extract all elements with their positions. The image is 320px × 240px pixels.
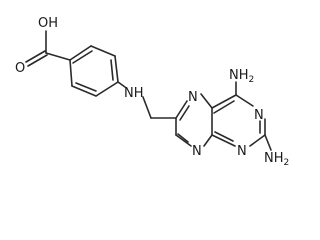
bonds <box>25 30 272 151</box>
molecule-structure: OH O NH N N N N NH2 NH2 <box>15 16 289 168</box>
pyrimidine-bond-1 <box>211 94 237 109</box>
pyrazine-bond-5 <box>175 134 192 147</box>
pyrazine-bond-5-inner <box>177 133 189 143</box>
pyrimidine-bond-5 <box>211 134 236 147</box>
pyrimidine-bond-2 <box>235 94 254 107</box>
atom-label-n-pyrazine-top: N <box>188 90 198 105</box>
atom-label-o: O <box>15 61 25 76</box>
benzene-bond-1 <box>69 45 92 61</box>
bond-c-o-double-1 <box>25 50 46 63</box>
benzene-bond-1-inner <box>72 50 93 64</box>
pyrazine-bond-1-inner <box>179 105 190 121</box>
benzene-bond-2 <box>90 45 116 57</box>
atom-label-nh2-bottom-main: NH <box>264 151 284 166</box>
atom-label-oh: OH <box>38 16 58 31</box>
bond-c2-nh2 <box>264 134 272 151</box>
pyrazine-bond-1 <box>175 100 188 119</box>
pyrimidine-bond-4 <box>249 134 266 147</box>
atom-label-nh2-top: NH2 <box>229 68 254 85</box>
benzene-bond-5 <box>71 85 97 97</box>
benzene-bond-3 <box>114 55 119 83</box>
pyrimidine-bond-1-inner <box>213 100 235 114</box>
benzene-bond-5-inner <box>75 82 97 92</box>
benzene-bond-3-inner <box>110 59 114 81</box>
atom-label-nh2-bottom: NH2 <box>264 151 289 168</box>
atom-label-n-pyrimidine-bottom: N <box>237 144 247 159</box>
atom-label-nh2-bottom-sub: 2 <box>284 158 290 168</box>
bond-c-ring <box>45 52 71 61</box>
atom-label-n-pyrimidine-right: N <box>254 108 264 123</box>
bond-ring-nh <box>117 81 126 88</box>
atom-label-nh2-top-main: NH <box>229 68 249 83</box>
benzene-bond-4 <box>95 81 119 97</box>
bond-nh-ch2 <box>142 96 152 119</box>
atom-label-nh: NH <box>124 86 144 101</box>
atom-label-n-pyrazine-bottom: N <box>192 144 202 159</box>
atom-label-nh2-top-sub: 2 <box>249 75 255 85</box>
pyrazine-bond-4 <box>203 134 213 147</box>
bond-c-o-double-2 <box>27 54 48 67</box>
atom-labels: OH O NH N N N N NH2 NH2 <box>15 16 289 168</box>
benzene-bond-6 <box>69 59 73 87</box>
pyrimidine-bond-5-inner <box>214 131 234 142</box>
pyrazine-bond-2 <box>200 93 213 109</box>
